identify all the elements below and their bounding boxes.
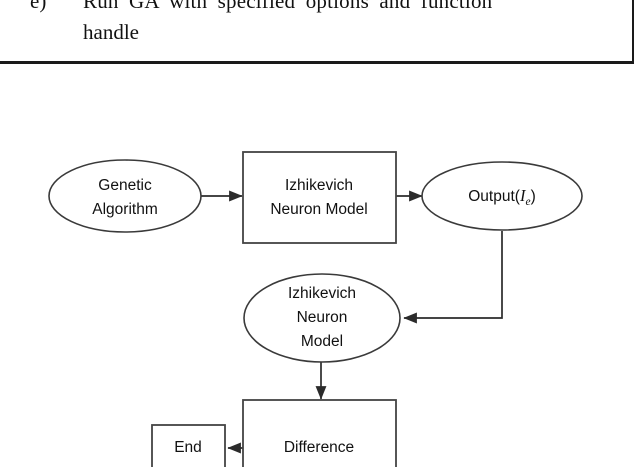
node-genetic-algorithm: Genetic Algorithm <box>48 159 202 233</box>
node-difference-label: Difference <box>284 439 354 456</box>
node-genetic-algorithm-line-2: Algorithm <box>92 201 157 218</box>
node-output-subscript: e <box>525 196 530 208</box>
list-item-line-1: Run GA with specified options and functi… <box>83 0 493 13</box>
node-izhikevich-ellipse-line-3: Model <box>301 333 343 350</box>
node-end-label: End <box>174 439 202 456</box>
node-izhikevich-box-line-2: Neuron Model <box>270 201 367 218</box>
node-output-suffix: ) <box>531 188 536 205</box>
node-izhikevich-neuron-model-box: Izhikevich Neuron Model <box>242 151 397 244</box>
text-block: e) Run GA with specified options and fun… <box>0 0 634 64</box>
list-item-marker: e) <box>30 0 47 13</box>
flowchart-diagram: Genetic Algorithm Izhikevich Neuron Mode… <box>0 64 640 467</box>
node-izhikevich-ellipse-line-1: Izhikevich <box>288 285 356 302</box>
node-difference: Difference <box>242 399 397 467</box>
edge-output-to-izhikevich-ellipse <box>403 231 503 324</box>
node-end: End <box>151 424 226 467</box>
list-item-line-2: handle <box>83 20 139 44</box>
node-output-symbol: I <box>519 186 527 205</box>
node-izhikevich-ellipse-line-2: Neuron <box>297 309 348 326</box>
node-genetic-algorithm-line-1: Genetic <box>98 177 152 194</box>
list-item-body: Run GA with specified options and functi… <box>83 0 610 48</box>
node-output-prefix: Output( <box>468 188 521 205</box>
node-output: Output(Ie) <box>421 161 583 231</box>
node-izhikevich-neuron-model-ellipse: Izhikevich Neuron Model <box>243 273 401 363</box>
node-izhikevich-box-line-1: Izhikevich <box>285 177 353 194</box>
node-output-label: Output(Ie) <box>468 186 535 208</box>
